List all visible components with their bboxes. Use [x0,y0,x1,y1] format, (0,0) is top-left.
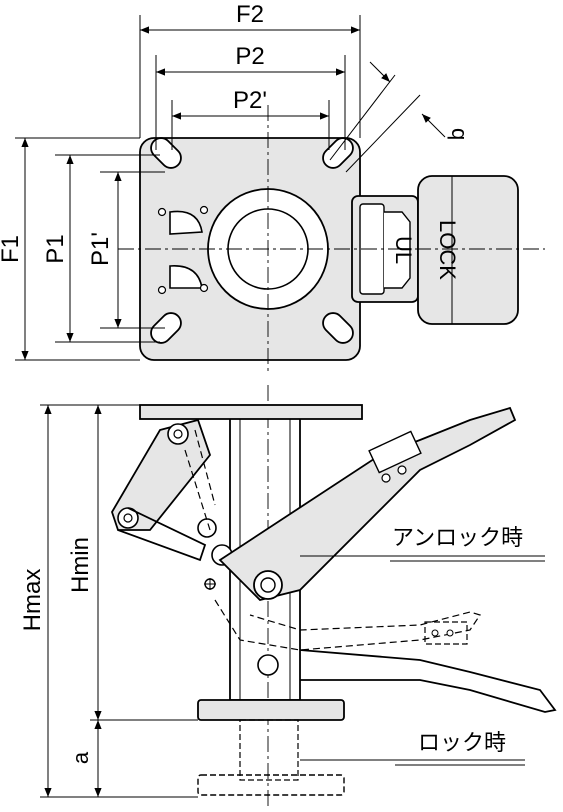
unlocked-label: アンロック時 [392,526,523,551]
dim-p1: P1 [42,234,69,263]
plate-cutouts [157,205,209,295]
side-top-plate [139,404,363,420]
dim-hmin: Hmin [67,537,94,593]
dim-f2: F2 [236,1,264,28]
linkage [111,418,233,590]
dim-a: a [68,751,93,764]
dim-q: q [447,128,472,140]
locked-label: ロック時 [418,731,506,756]
dim-hmax: Hmax [19,569,46,632]
dim-f1: F1 [0,235,24,263]
side-view: Hmax Hmin a アンロック時 ロック時 [19,385,557,810]
lever-unlocked [218,406,517,601]
lock-lever [351,175,519,325]
foot-pad-lower [197,774,345,796]
ul-label: UL [391,236,416,264]
dim-p1-prime: P1' [87,232,114,266]
foot-pad-upper [197,699,345,721]
mounting-slots [150,137,354,344]
top-view: UL LOCK F2 P2 P2' q F1 [0,1,545,375]
dim-p2: P2 [235,43,264,70]
lock-label: LOCK [435,220,460,280]
lever-locked [214,599,557,713]
dim-p2-prime: P2' [233,87,267,114]
